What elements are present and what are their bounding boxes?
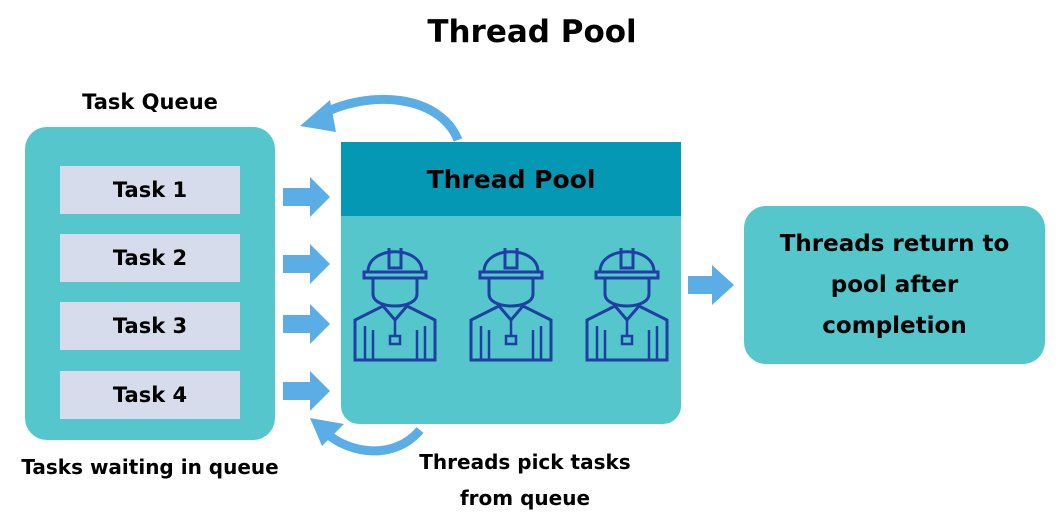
task-queue-label: Task Queue — [82, 90, 218, 114]
task-item-2: Task 2 — [60, 234, 240, 282]
threads-return-box: Threads return to pool after completion — [744, 206, 1045, 364]
return-text-line1: Threads return to — [779, 230, 1010, 257]
worker-icon-1 — [353, 246, 437, 362]
arrow-right-icon — [283, 371, 330, 411]
task-queue-caption: Tasks waiting in queue — [21, 455, 279, 479]
return-text-line2: pool after — [830, 271, 959, 298]
curved-arrow-top-icon — [300, 95, 463, 142]
task-item-4: Task 4 — [60, 371, 240, 419]
task-item-3: Task 3 — [60, 302, 240, 350]
task-item-1: Task 1 — [60, 166, 240, 214]
arrow-right-icon — [283, 244, 330, 284]
thread-pool-caption-line1: Threads pick tasks — [419, 450, 631, 474]
arrow-right-icon — [283, 177, 330, 217]
return-text-line3: completion — [822, 312, 967, 339]
worker-icon-3 — [585, 246, 669, 362]
arrow-right-icon — [283, 304, 330, 344]
worker-icon-2 — [469, 246, 553, 362]
curved-arrow-bottom-icon — [310, 418, 424, 456]
thread-pool-caption: Threads pick tasks from queue — [380, 444, 670, 516]
thread-pool-caption-line2: from queue — [459, 486, 591, 510]
diagram-title: Thread Pool — [427, 14, 637, 50]
thread-pool-box: Thread Pool — [341, 142, 681, 424]
thread-pool-header: Thread Pool — [341, 142, 681, 216]
arrow-right-icon — [688, 265, 734, 305]
